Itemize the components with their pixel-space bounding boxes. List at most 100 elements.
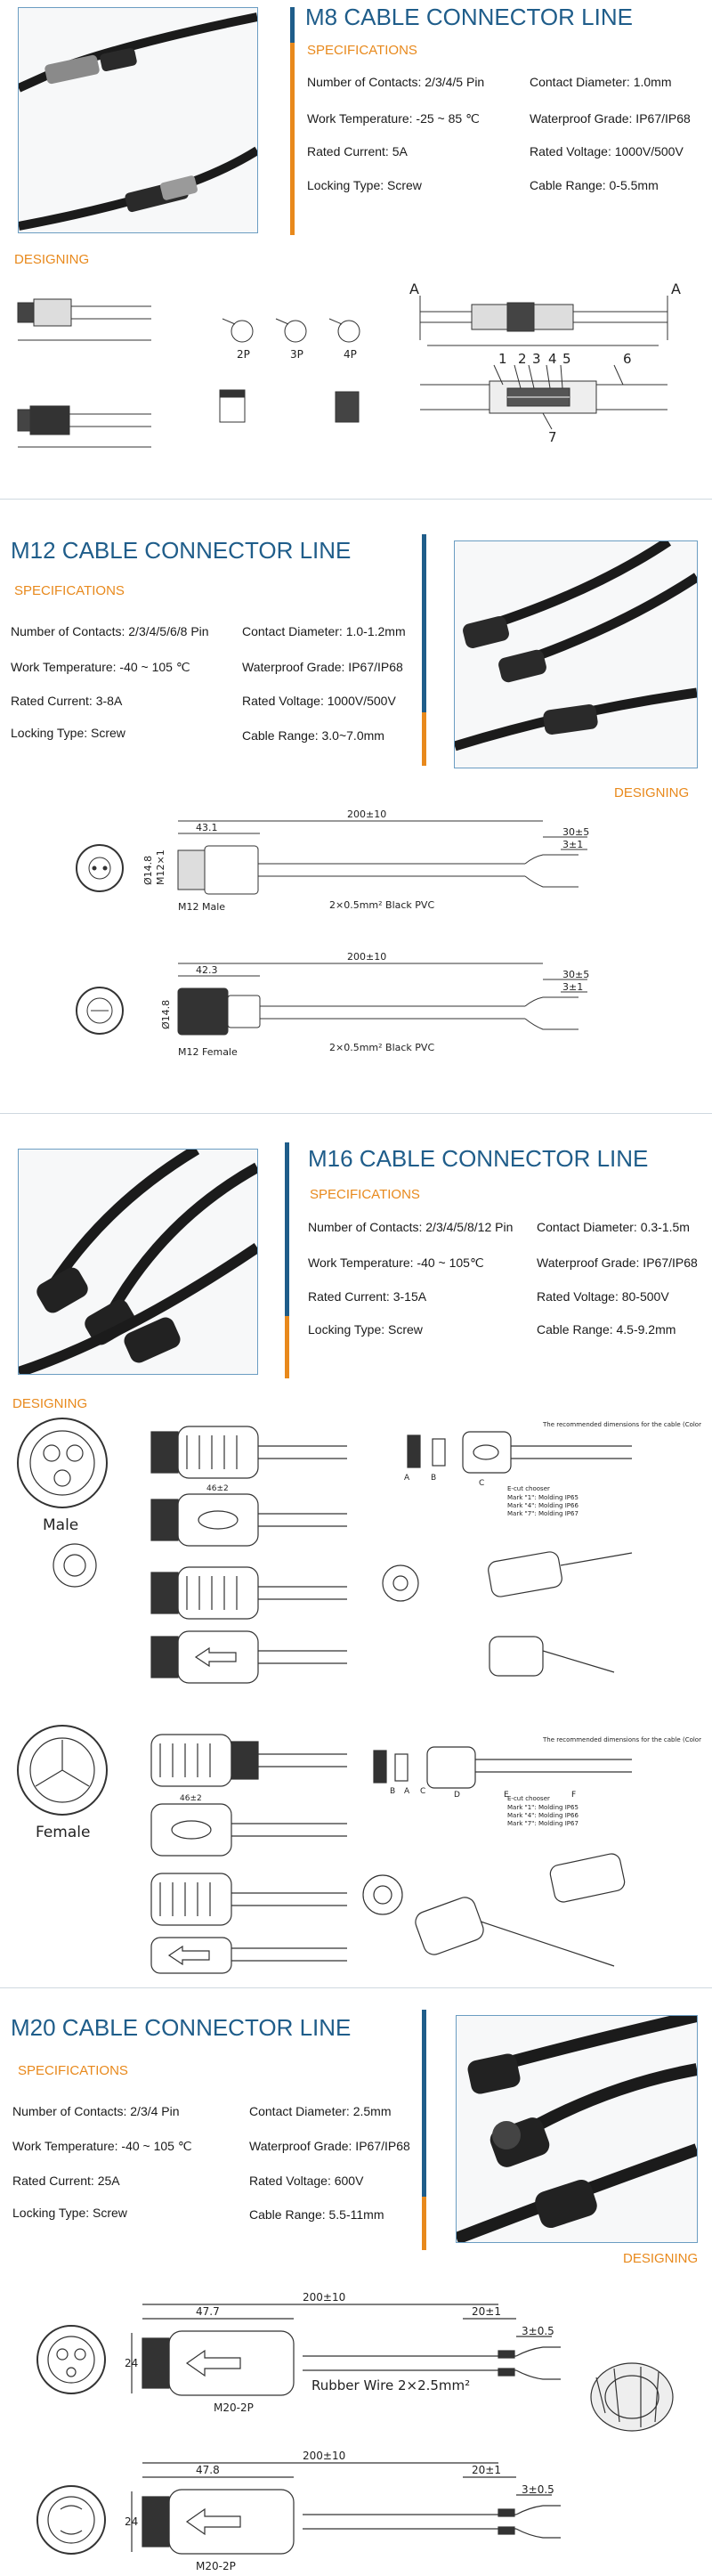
m8-label-7: 7: [548, 429, 557, 445]
m20-technical-drawing: 200±10 47.7 20±1 3±0.5 24 M20-2P Rubber …: [36, 2291, 674, 2572]
m12-dim-diameter: Ø14.8: [142, 856, 154, 885]
m20-specifications-heading: SPECIFICATIONS: [18, 2063, 128, 2078]
m16-spec-voltage: Rated Voltage: 80-500V: [537, 1289, 669, 1304]
m8-label-2: 2: [518, 351, 527, 367]
m16-label-male: Male: [43, 1516, 78, 1534]
m16-spec-waterproof: Waterproof Grade: IP67/IP68: [537, 1255, 698, 1270]
m16-accent-bar-bottom: [285, 1316, 289, 1378]
m16-spec-contact-diameter: Contact Diameter: 0.3-1.5m: [537, 1220, 690, 1234]
m12-accent-bar-bottom: [422, 712, 426, 766]
m20-accent-bar: [422, 2010, 426, 2250]
m8-accent-bar: [290, 7, 295, 235]
m16-product-photo: [18, 1149, 258, 1375]
m8-spec-voltage: Rated Voltage: 1000V/500V: [530, 144, 684, 158]
m8-label-a-right: A: [671, 280, 681, 297]
m12-label-wire-female: 2×0.5mm² Black PVC: [329, 1042, 434, 1053]
m20-dim-strip2-bottom: 3±0.5: [522, 2483, 554, 2496]
m12-spec-temperature: Work Temperature: -40 ~ 105 ℃: [11, 660, 190, 674]
m12-dim-male: 43.1: [196, 822, 218, 833]
m16-note-title-male: E-cut chooser: [507, 1485, 550, 1492]
m12-label-wire-male: 2×0.5mm² Black PVC: [329, 899, 434, 911]
m12-product-photo: [454, 540, 698, 768]
m16-technical-drawing: Male Female The recommended dimensions f…: [17, 1418, 703, 1974]
m12-spec-waterproof: Waterproof Grade: IP67/IP68: [242, 660, 403, 674]
m16-note1-male: Mark "1": Molding IP65: [507, 1494, 578, 1501]
m8-label-3: 3: [532, 351, 541, 367]
m20-spec-contacts: Number of Contacts: 2/3/4 Pin: [12, 2104, 180, 2118]
m8-label-3p: 3P: [290, 348, 303, 361]
m12-spec-voltage: Rated Voltage: 1000V/500V: [242, 694, 396, 708]
m16-title: M16 CABLE CONNECTOR LINE: [308, 1145, 649, 1172]
m12-spec-current: Rated Current: 3-8A: [11, 694, 123, 708]
m16-spec-temperature: Work Temperature: -40 ~ 105℃: [308, 1255, 484, 1270]
m16-label-b: B: [431, 1474, 436, 1483]
m12-dim-strip1-male: 30±5: [562, 826, 589, 838]
m20-label-wire: Rubber Wire 2×2.5mm²: [312, 2377, 470, 2393]
m16-dim-male: 46±2: [206, 1484, 229, 1493]
m20-spec-voltage: Rated Voltage: 600V: [249, 2174, 364, 2188]
m12-dim-strip2-male: 3±1: [562, 839, 583, 850]
m8-designing-heading: DESIGNING: [14, 252, 90, 267]
m8-spec-cable-range: Cable Range: 0-5.5mm: [530, 178, 659, 192]
m12-dim-female: 42.3: [196, 964, 218, 976]
m8-spec-contact-diameter: Contact Diameter: 1.0mm: [530, 75, 672, 89]
m20-dim-strip1-top: 20±1: [472, 2305, 501, 2318]
m20-spec-locking: Locking Type: Screw: [12, 2206, 127, 2220]
m12-dim-length-female: 200±10: [347, 951, 386, 963]
m16-spec-locking: Locking Type: Screw: [308, 1322, 423, 1337]
m16-spec-contacts: Number of Contacts: 2/3/4/5/8/12 Pin: [308, 1220, 514, 1234]
m16-label-f-female: F: [571, 1791, 576, 1800]
m20-label-model-bottom: M20-2P: [196, 2560, 236, 2572]
m16-label-a-female: A: [404, 1787, 410, 1796]
m20-spec-waterproof: Waterproof Grade: IP67/IP68: [249, 2139, 410, 2153]
m12-specifications-heading: SPECIFICATIONS: [14, 583, 125, 598]
m16-note-rec-female: The recommended dimensions for the cable…: [542, 1736, 703, 1743]
m20-spec-current: Rated Current: 25A: [12, 2174, 120, 2188]
m16-accent-bar: [285, 1142, 289, 1378]
m8-spec-contacts: Number of Contacts: 2/3/4/5 Pin: [307, 75, 485, 89]
m8-title: M8 CABLE CONNECTOR LINE: [305, 4, 633, 30]
m20-title: M20 CABLE CONNECTOR LINE: [11, 2014, 352, 2041]
m8-spec-current: Rated Current: 5A: [307, 144, 408, 158]
m20-label-model-top: M20-2P: [214, 2401, 254, 2414]
m16-note2-female: Mark "4": Molding IP66: [507, 1812, 578, 1819]
m16-note2-male: Mark "4": Molding IP66: [507, 1502, 578, 1509]
m8-label-2p: 2P: [237, 348, 250, 361]
m12-dim-length-male: 200±10: [347, 809, 386, 820]
m8-spec-waterproof: Waterproof Grade: IP67/IP68: [530, 111, 691, 126]
m16-note3-male: Mark "7": Molding IP67: [507, 1510, 578, 1517]
m20-dim-length-top: 200±10: [303, 2291, 345, 2304]
m8-label-5: 5: [562, 351, 571, 367]
m12-label-male: M12 Male: [178, 901, 225, 913]
m16-dim-female: 46±2: [180, 1794, 202, 1803]
m16-specifications-heading: SPECIFICATIONS: [310, 1187, 420, 1202]
m20-spec-cable-range: Cable Range: 5.5-11mm: [249, 2207, 384, 2222]
m16-note1-female: Mark "1": Molding IP65: [507, 1804, 578, 1811]
m20-dim-len-top: 47.7: [196, 2305, 220, 2318]
m20-designing-heading: DESIGNING: [623, 2251, 699, 2266]
m8-label-1: 1: [498, 351, 507, 367]
m20-spec-temperature: Work Temperature: -40 ~ 105 ℃: [12, 2139, 192, 2153]
m8-spec-temperature: Work Temperature: -25 ~ 85 ℃: [307, 111, 480, 126]
m8-label-4p: 4P: [344, 348, 357, 361]
m16-note-rec-male: The recommended dimensions for the cable…: [542, 1421, 703, 1428]
m8-label-a-left: A: [409, 280, 419, 297]
m16-note3-female: Mark "7": Molding IP67: [507, 1820, 578, 1827]
m12-label-female: M12 Female: [178, 1046, 238, 1058]
m12-dim-diameter-female: Ø14.8: [160, 1000, 172, 1029]
m20-product-photo: [456, 2015, 698, 2243]
m16-spec-cable-range: Cable Range: 4.5-9.2mm: [537, 1322, 676, 1337]
m12-title: M12 CABLE CONNECTOR LINE: [11, 537, 352, 564]
m12-dim-strip1-female: 30±5: [562, 969, 589, 980]
m12-technical-drawing: 200±10 43.1 30±5 3±1 Ø14.8 M12×1 M12 Mal…: [76, 809, 589, 1058]
m16-label-female: Female: [36, 1824, 90, 1841]
m16-designing-heading: DESIGNING: [12, 1396, 88, 1411]
m16-spec-current: Rated Current: 3-15A: [308, 1289, 427, 1304]
m12-spec-locking: Locking Type: Screw: [11, 726, 125, 740]
m8-label-4: 4: [548, 351, 557, 367]
m16-label-e-female: E: [504, 1791, 509, 1800]
m12-divider: [0, 1113, 712, 1114]
m12-spec-cable-range: Cable Range: 3.0~7.0mm: [242, 728, 384, 743]
m8-divider: [0, 499, 712, 500]
m20-dim-dia-top: 24: [125, 2357, 138, 2369]
